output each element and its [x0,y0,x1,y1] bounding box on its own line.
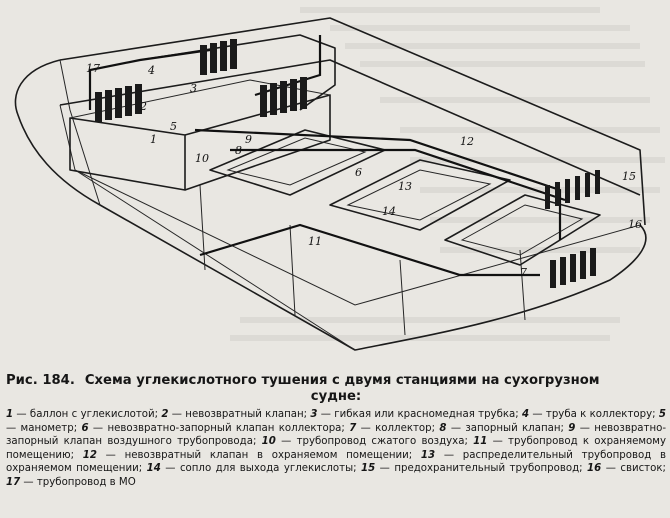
legend-item-6: 6 — невозвратно-запорный клапан коллекто… [81,422,345,434]
legend-item-3: 3 — гибкая или красномедная трубка; [310,409,519,420]
callout-13: 13 [398,180,412,193]
legend-text: невозвратно-запорный клапан коллектора; [107,422,345,434]
caption-legend: 1 — баллон с углекислотой; 2 — невозврат… [6,408,666,490]
legend-item-4: 4 — труба к коллектору; [522,409,656,420]
legend-number: 2 [161,409,169,420]
figure-caption: Рис. 184. Схема углекислотного тушения с … [6,372,666,490]
callout-11: 11 [308,235,322,248]
callout-6: 6 [355,166,362,179]
legend-text: манометр; [20,422,78,434]
legend-text: баллон с углекислотой; [29,409,159,420]
legend-item-12: 12 — невозвратный клапан в охраняемом по… [82,449,413,461]
legend-number: 13 [420,449,436,461]
callout-1: 1 [150,133,157,146]
legend-item-16: 16 — свисток; [587,463,666,475]
co2-pipelines [88,35,566,277]
ship-schematic-figure: 1 2 3 4 5 6 7 8 9 10 11 12 13 14 15 16 1… [14,7,665,351]
legend-text: невозвратно-запорный клапан воздушного т… [6,422,667,448]
callout-15: 15 [622,170,636,183]
caption-title-line-2: судне: [310,389,362,404]
legend-number: 15 [361,463,376,475]
cargo-hatches [209,129,601,266]
legend-item-1: 1 — баллон с углекислотой; [6,409,159,420]
legend-text: невозвратный клапан в охраняемом помещен… [124,449,413,461]
legend-number: 11 [473,436,488,448]
ship-drawing: 1 2 3 4 5 6 7 8 9 10 11 12 13 14 15 16 1… [14,7,665,351]
legend-number: 1 [6,409,14,420]
legend-item-13: 13 — распределительный трубопровод в охр… [6,449,666,475]
callout-7: 7 [520,266,527,279]
legend-text: невозвратный клапан; [185,409,308,420]
legend-item-9: 9 — невозвратно-запорный клапан воздушно… [6,422,667,448]
callout-4: 4 [147,64,155,77]
legend-item-7: 7 — коллектор; [349,422,436,434]
callout-9: 9 [245,133,252,146]
legend-text: трубопровод к охраняемому помещению; [6,436,666,461]
legend-number: 5 [658,409,666,420]
co2-cylinder-bank-1 [95,39,307,122]
legend-number: 17 [6,476,21,488]
legend-item-2: 2 — невозвратный клапан; [161,409,308,420]
legend-number: 14 [146,463,161,475]
hull [14,17,647,351]
legend-number: 7 [349,422,357,434]
figure-number: Рис. 184. [6,373,75,388]
legend-item-10: 10 — трубопровод сжатого воздуха; [261,436,468,448]
legend-text: коллектор; [375,422,436,434]
legend-number: 6 [81,422,89,434]
callout-2: 2 [139,100,147,113]
legend-number: 10 [261,436,276,448]
legend-text: гибкая или красномедная трубка; [334,409,519,420]
callout-14: 14 [382,205,396,218]
callout-12: 12 [460,135,474,148]
co2-cylinder-bank-2 [545,170,600,288]
legend-item-17: 17 — трубопровод в МО [6,476,136,488]
caption-title-line-1: Схема углекислотного тушения с двумя ста… [84,373,600,388]
legend-text: сопло для выхода углекислоты; [179,463,357,475]
callout-3: 3 [190,82,197,95]
legend-text: трубопровод в МО [36,476,136,488]
legend-item-11: 11 — трубопровод к охраняемому помещению… [6,436,666,461]
legend-text: свисток; [620,463,666,475]
legend-item-5: 5 — манометр; [6,409,666,434]
callout-labels: 1 2 3 4 5 6 7 8 9 10 11 12 13 14 15 16 1… [86,62,642,279]
callout-5: 5 [170,120,177,133]
legend-text: предохранительный трубопровод; [394,463,583,475]
callout-16: 16 [628,218,642,231]
legend-item-8: 8 — запорный клапан; [439,422,564,434]
legend-text: трубопровод сжатого воздуха; [296,436,468,448]
legend-number: 16 [587,463,602,475]
legend-number: 4 [522,409,530,420]
legend-number: 3 [310,409,318,420]
callout-10: 10 [195,152,209,165]
legend-text: запорный клапан; [465,422,564,434]
callout-8: 8 [235,144,242,157]
caption-title: Рис. 184. Схема углекислотного тушения с … [6,372,666,389]
legend-item-15: 15 — предохранительный трубопровод; [361,463,583,475]
legend-number: 9 [568,422,576,434]
legend-item-14: 14 — сопло для выхода углекислоты; [146,463,357,475]
legend-number: 12 [82,449,97,461]
legend-text: распределительный трубопровод в охраняем… [6,449,666,475]
legend-number: 8 [439,422,447,434]
callout-17: 17 [86,62,100,75]
legend-text: труба к коллектору; [545,409,656,420]
